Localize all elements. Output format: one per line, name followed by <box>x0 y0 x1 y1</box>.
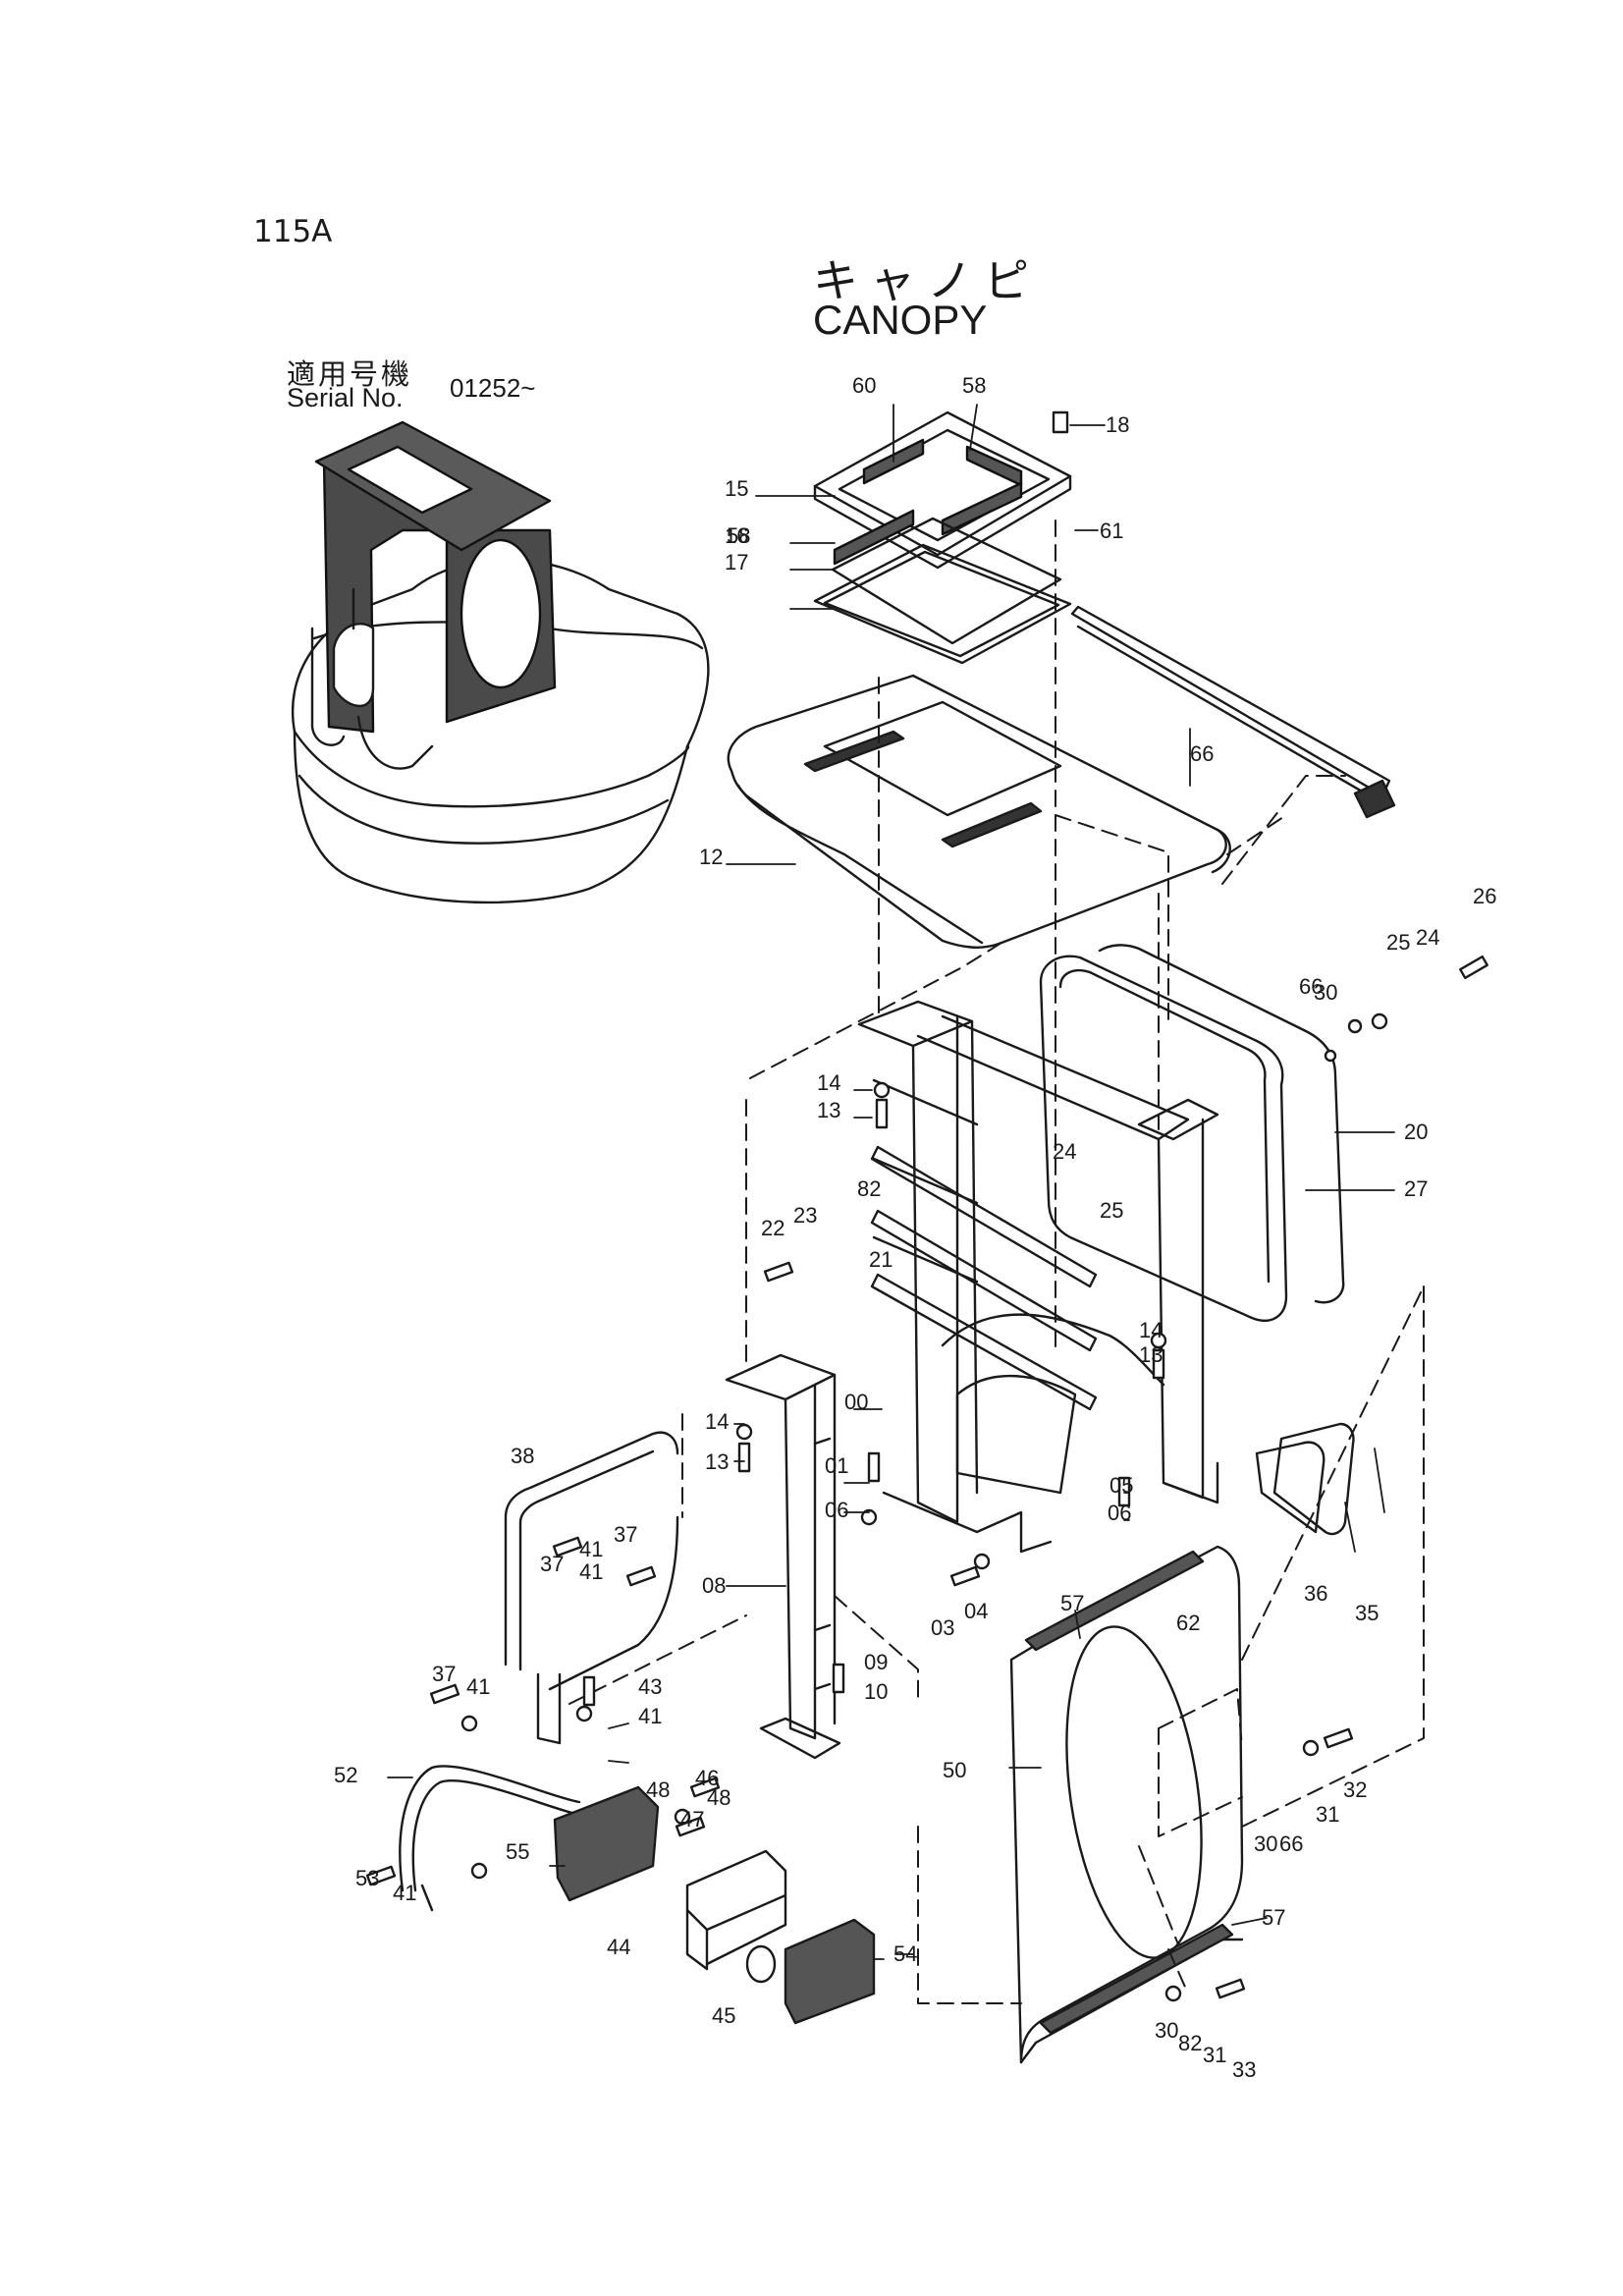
callout-52: 52 <box>334 1763 357 1787</box>
callout-60: 60 <box>852 373 876 398</box>
callout-37: 37 <box>540 1552 564 1576</box>
title-english: CANOPY <box>813 297 988 343</box>
callout-58: 58 <box>962 373 986 398</box>
callout-13: 13 <box>1139 1342 1163 1367</box>
brackets <box>553 1785 876 2025</box>
callout-05: 05 <box>1109 1473 1133 1498</box>
callout-23: 23 <box>793 1203 817 1228</box>
callout-54: 54 <box>893 1941 917 1966</box>
callout-25: 25 <box>1100 1198 1123 1223</box>
callout-41: 41 <box>579 1537 603 1561</box>
callout-20: 20 <box>1404 1120 1428 1144</box>
callout-47: 47 <box>680 1807 704 1831</box>
callout-31: 31 <box>1203 2043 1226 2067</box>
callout-57: 57 <box>1060 1591 1084 1615</box>
callout-32: 32 <box>1343 1777 1367 1802</box>
page-number: 115A <box>253 214 333 249</box>
callout-57: 57 <box>1262 1905 1285 1930</box>
callout-33: 33 <box>1232 2057 1256 2082</box>
roof-window-assembly <box>813 410 1072 665</box>
callout-06: 06 <box>825 1498 848 1522</box>
callout-17: 17 <box>725 550 748 574</box>
callout-53: 53 <box>355 1866 379 1890</box>
callout-41: 41 <box>638 1704 662 1728</box>
callout-01: 01 <box>825 1453 848 1478</box>
callout-10: 10 <box>864 1679 888 1704</box>
callout-03: 03 <box>931 1615 954 1640</box>
callout-30: 30 <box>1254 1831 1277 1856</box>
tie-rods <box>870 1145 1098 1411</box>
callout-12: 12 <box>699 845 723 869</box>
callout-61: 61 <box>1100 519 1123 543</box>
callout-31: 31 <box>1316 1802 1339 1827</box>
callout-14: 14 <box>817 1070 840 1095</box>
machine-overview-inset <box>291 420 710 904</box>
callout-66: 66 <box>1190 741 1214 766</box>
callout-46: 46 <box>695 1766 719 1790</box>
callout-08: 08 <box>702 1573 726 1598</box>
callout-36: 36 <box>1304 1581 1327 1606</box>
callout-30: 30 <box>1314 980 1337 1005</box>
seal-rail <box>1070 605 1396 819</box>
title-japanese: キャノピ <box>813 254 1041 307</box>
callout-14: 14 <box>1139 1318 1163 1342</box>
callout-37: 37 <box>614 1522 637 1547</box>
serial-label-japanese: 適用号機 <box>287 357 413 391</box>
callout-37: 37 <box>432 1662 456 1686</box>
callout-13: 13 <box>817 1098 840 1122</box>
callout-44: 44 <box>607 1935 630 1959</box>
callout-22: 22 <box>761 1216 784 1240</box>
callout-35: 35 <box>1355 1601 1379 1625</box>
callout-66: 66 <box>1299 974 1323 999</box>
callout-25: 25 <box>1386 930 1410 955</box>
side-column <box>725 1353 841 1760</box>
callout-55: 55 <box>506 1839 529 1864</box>
callout-82: 82 <box>1178 2031 1202 2055</box>
callout-43: 43 <box>638 1674 662 1699</box>
serial-label-english: Serial No. <box>287 383 404 412</box>
fasteners <box>365 410 1488 2002</box>
serial-value: 01252~ <box>450 373 536 403</box>
callout-66: 66 <box>1279 1831 1303 1856</box>
callout-13: 13 <box>705 1449 729 1474</box>
callout-38: 38 <box>511 1444 534 1468</box>
handrail <box>399 1765 581 1912</box>
callout-30: 30 <box>1155 2018 1178 2043</box>
callout-24: 24 <box>1416 925 1439 950</box>
assembly-lines <box>568 519 1425 2004</box>
callout-00: 00 <box>844 1390 868 1414</box>
callout-45: 45 <box>712 2003 735 2028</box>
callout-58: 58 <box>727 523 750 548</box>
callout-48: 48 <box>646 1777 670 1802</box>
roof-panel <box>727 674 1231 949</box>
callout-21: 21 <box>869 1247 893 1272</box>
panel-seals <box>1024 1550 1234 2035</box>
callout-15: 15 <box>725 476 748 501</box>
callout-16: 16 <box>725 523 748 548</box>
callout-48: 48 <box>707 1785 730 1810</box>
grab-handle <box>504 1431 679 1745</box>
callout-41: 41 <box>393 1881 416 1905</box>
callout-62: 62 <box>1176 1611 1200 1635</box>
callout-50: 50 <box>943 1758 966 1782</box>
callout-26: 26 <box>1473 884 1496 908</box>
callout-09: 09 <box>864 1650 888 1674</box>
side-mirror <box>1255 1422 1355 1536</box>
canopy-main-frame <box>857 1000 1219 1554</box>
callout-82: 82 <box>857 1176 881 1201</box>
callout-14: 14 <box>705 1409 729 1434</box>
callout-18: 18 <box>1106 412 1129 437</box>
callout-41: 41 <box>579 1559 603 1584</box>
callout-04: 04 <box>964 1599 988 1623</box>
front-glass <box>1039 944 1345 1322</box>
callout-24: 24 <box>1053 1139 1076 1164</box>
callout-06: 06 <box>1108 1501 1131 1525</box>
leader-lines <box>387 404 1395 1960</box>
callout-41: 41 <box>466 1674 490 1699</box>
callout-27: 27 <box>1404 1176 1428 1201</box>
